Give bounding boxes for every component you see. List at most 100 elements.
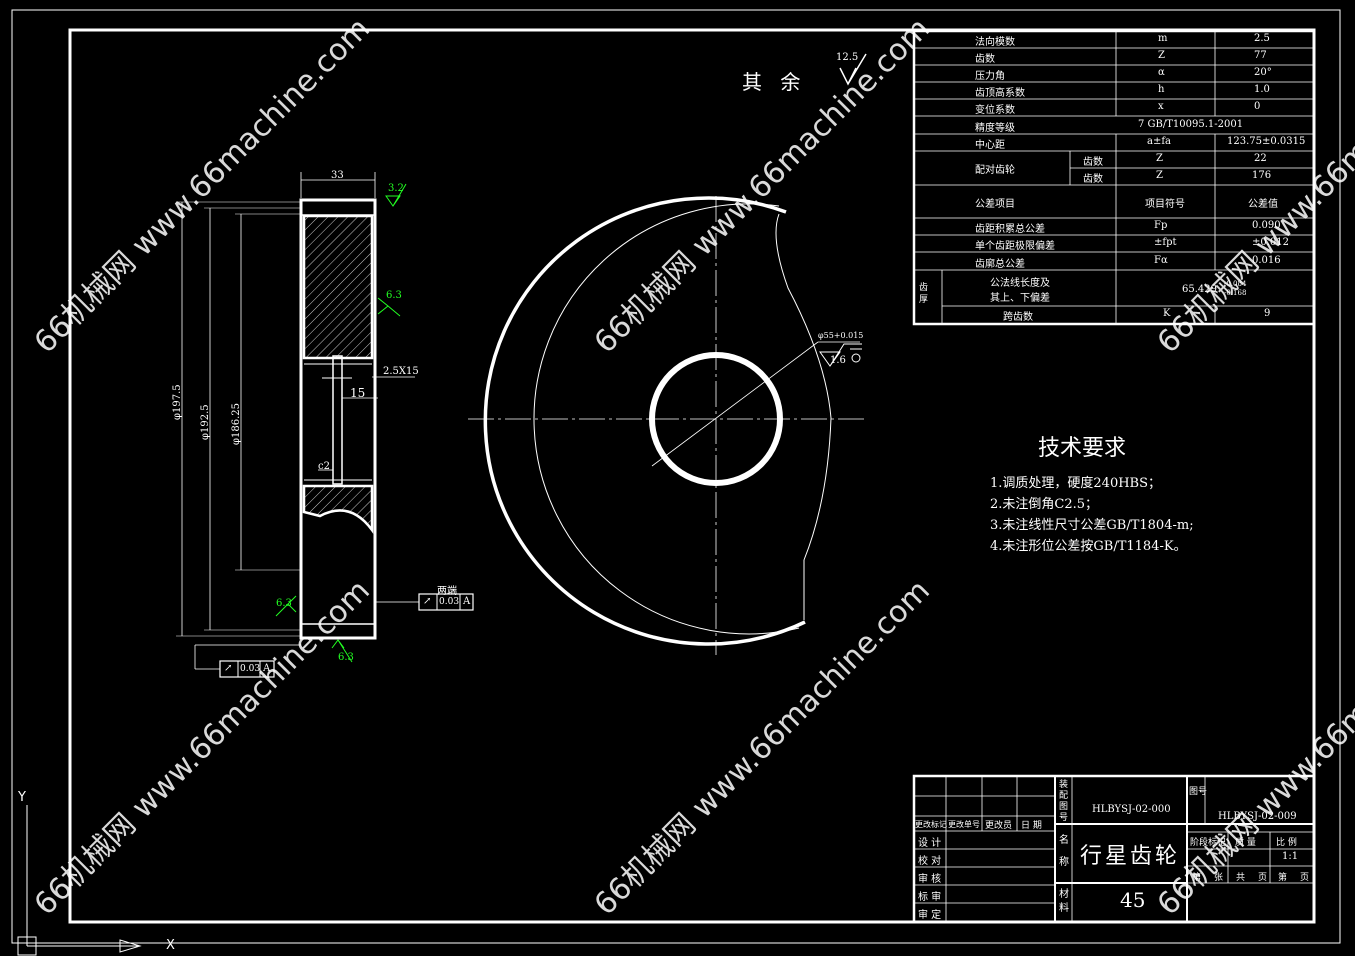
hatch-upper xyxy=(302,214,374,360)
thickness-name-2: 其上、下偏差 xyxy=(990,293,1050,304)
thickness-label: 齿厚 xyxy=(919,283,929,305)
runout-symbol-1: ↗ xyxy=(423,596,432,607)
dim-keyway: 15 xyxy=(350,386,366,400)
runout-ref-1: A xyxy=(463,596,471,607)
param-name-3: 齿顶高系数 xyxy=(975,88,1025,99)
mating-label: 配对齿轮 xyxy=(975,165,1015,176)
roughness-bore-symbol xyxy=(819,343,862,367)
tol-name-2: 齿廓总公差 xyxy=(975,259,1025,270)
roughness-top-value: 3.2 xyxy=(388,183,404,194)
tol-value-0: 0.090 xyxy=(1252,220,1281,231)
drawing-no-label: 装配图号 xyxy=(1059,780,1069,823)
tech-item-1: 1.调质处理，硬度240HBS； xyxy=(990,476,1162,491)
section-view xyxy=(176,172,474,678)
change-col-2: 更改单号 xyxy=(948,820,980,829)
dim-chamfer: 2.5X15 xyxy=(383,366,419,377)
span-name: 跨齿数 xyxy=(1003,312,1033,323)
roughness-symbol-side xyxy=(377,297,401,317)
param-value-1: 77 xyxy=(1254,50,1267,61)
param-value-4: 0 xyxy=(1254,101,1261,112)
sheet-1: 第 xyxy=(1192,873,1202,883)
thickness-upper: -0.084 xyxy=(1224,280,1247,288)
gear-root-circle xyxy=(533,203,800,635)
runout-ref-2: A xyxy=(263,663,271,674)
tol-header-symbol: 项目符号 xyxy=(1145,199,1185,210)
param-symbol-5: 7 GB/T10095.1-2001 xyxy=(1138,119,1244,130)
mating-val-2: 176 xyxy=(1252,170,1272,181)
span-value: 9 xyxy=(1264,308,1271,319)
sheet-5: 第 xyxy=(1278,873,1288,883)
gear-outline xyxy=(483,196,806,646)
roughness-rest-label: 其 余 xyxy=(742,70,807,94)
tol-header-value: 公差值 xyxy=(1248,199,1278,210)
material-label: 材料 xyxy=(1059,889,1069,914)
dim-d2: φ192.5 xyxy=(200,404,211,440)
roughness-rest-value: 12.5 xyxy=(836,52,859,63)
param-name-6: 中心距 xyxy=(975,140,1005,151)
sheet-4: 页 xyxy=(1258,873,1268,883)
attr-scale: 比 例 xyxy=(1276,838,1297,848)
runout-symbol-2: ↗ xyxy=(224,663,233,674)
dim-c2: c2 xyxy=(318,461,330,472)
axis-x-label: X xyxy=(166,938,175,953)
axis-y-label: Y xyxy=(18,790,26,805)
part-no-label: 图号 xyxy=(1189,787,1208,797)
tol-name-1: 单个齿距极限偏差 xyxy=(975,241,1055,252)
mating-sym-1: Z xyxy=(1156,153,1163,164)
param-value-2: 20° xyxy=(1254,67,1272,78)
bore-roughness: 1.6 xyxy=(830,355,846,366)
param-symbol-4: x xyxy=(1158,101,1164,112)
param-value-6: 123.75±0.0315 xyxy=(1227,136,1306,147)
roughness-side-value: 6.3 xyxy=(386,290,402,301)
param-symbol-1: Z xyxy=(1158,50,1165,61)
hatch-lower xyxy=(302,484,374,534)
tol-name-0: 齿距积累总公差 xyxy=(975,224,1045,235)
runout-value-1: 0.03 xyxy=(439,597,460,607)
part-no: HLBYSJ-02-009 xyxy=(1218,811,1297,822)
keyway xyxy=(332,355,343,485)
name-label: 名称 xyxy=(1059,835,1069,868)
section-outline xyxy=(299,198,377,640)
role-review: 审 核 xyxy=(918,874,942,885)
tech-item-4: 4.未注形位公差按GB/T1184-K。 xyxy=(990,539,1187,554)
role-check: 校 对 xyxy=(918,856,942,867)
param-symbol-2: α xyxy=(1158,67,1165,78)
param-symbol-6: a±fa xyxy=(1147,136,1172,147)
sheet-outer-border xyxy=(11,9,1341,944)
param-name-2: 压力角 xyxy=(975,71,1005,82)
thickness-name-1: 公法线长度及 xyxy=(990,278,1050,289)
sheet-6: 页 xyxy=(1300,873,1310,883)
param-table xyxy=(912,29,1316,326)
param-name-5: 精度等级 xyxy=(975,123,1015,134)
param-value-3: 1.0 xyxy=(1254,84,1270,95)
attr-stage: 阶段标记 xyxy=(1190,838,1227,848)
dim-width: 33 xyxy=(331,170,344,181)
dim-d1: φ197.5 xyxy=(172,384,183,420)
tech-title: 技术要求 xyxy=(1038,436,1127,461)
tol-value-1: ±0.012 xyxy=(1252,237,1290,248)
tol-symbol-2: Fα xyxy=(1154,255,1168,266)
mating-sub-2: 齿数 xyxy=(1083,174,1103,185)
param-symbol-0: m xyxy=(1158,33,1168,44)
drawing-frame xyxy=(68,28,1316,924)
roughness-rest-symbol xyxy=(839,53,867,86)
drawing-no: HLBYSJ-02-000 xyxy=(1092,804,1171,815)
both-ends-label: 两端 xyxy=(437,586,457,597)
part-name: 行星齿轮 xyxy=(1080,844,1181,869)
tech-item-2: 2.未注倒角C2.5； xyxy=(990,497,1099,512)
param-value-0: 2.5 xyxy=(1254,33,1270,44)
change-col-4: 日 期 xyxy=(1021,821,1042,831)
tol-header-name: 公差项目 xyxy=(975,199,1015,210)
scale-value: 1:1 xyxy=(1282,851,1299,862)
material: 45 xyxy=(1120,888,1146,912)
sheet-3: 共 xyxy=(1236,873,1246,883)
tol-symbol-0: Fp xyxy=(1154,220,1168,231)
tol-symbol-1: ±fpt xyxy=(1154,237,1177,248)
sheet-2: 张 xyxy=(1214,873,1224,883)
attr-mass: 质 量 xyxy=(1235,838,1256,848)
roughness-symbol-bottom xyxy=(331,639,353,663)
role-approve: 审 定 xyxy=(918,910,942,921)
title-block xyxy=(912,774,1316,924)
bore-circle xyxy=(649,352,783,486)
